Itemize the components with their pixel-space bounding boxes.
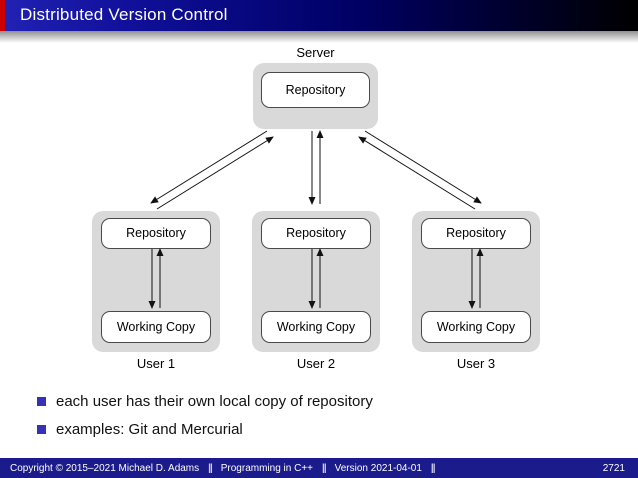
bullet-item: examples: Git and Mercurial	[37, 421, 243, 438]
server-label: Server	[296, 45, 335, 60]
user1-group-box: Repository Working Copy	[92, 211, 220, 352]
bullet-square-icon	[37, 397, 46, 406]
user3-label: User 3	[456, 356, 496, 371]
user1-label: User 1	[136, 356, 176, 371]
bullet-text: each user has their own local copy of re…	[56, 393, 373, 410]
user2-label: User 2	[296, 356, 336, 371]
title-bar: Distributed Version Control	[0, 0, 638, 31]
footer-separator: ||	[322, 462, 327, 474]
server-group-box: Repository	[253, 63, 378, 129]
footer-bar: Copyright © 2015–2021 Michael D. Adams |…	[0, 458, 638, 478]
bullet-text: examples: Git and Mercurial	[56, 421, 243, 438]
user3-repository-box: Repository	[421, 218, 531, 249]
footer-course: Programming in C++	[220, 462, 314, 474]
slide-title: Distributed Version Control	[20, 5, 228, 24]
footer-separator: ||	[208, 462, 213, 474]
red-accent-bar	[0, 0, 5, 31]
user1-working-copy-box: Working Copy	[101, 311, 211, 343]
arrow-line	[156, 136, 274, 210]
user2-repository-box: Repository	[261, 218, 371, 249]
server-repository-box: Repository	[261, 72, 370, 108]
bullet-item: each user has their own local copy of re…	[37, 393, 373, 410]
bullet-square-icon	[37, 425, 46, 434]
title-bar-shadow	[0, 31, 638, 43]
arrow-line	[150, 130, 268, 204]
footer-version: Version 2021-04-01	[334, 462, 422, 474]
user3-group-box: Repository Working Copy	[412, 211, 540, 352]
footer-page-number: 2721	[602, 462, 625, 474]
user3-working-copy-box: Working Copy	[421, 311, 531, 343]
footer-separator: ||	[430, 462, 436, 474]
arrow-line	[358, 136, 476, 210]
user2-working-copy-box: Working Copy	[261, 311, 371, 343]
user1-repository-box: Repository	[101, 218, 211, 249]
user2-group-box: Repository Working Copy	[252, 211, 380, 352]
footer-copyright: Copyright © 2015–2021 Michael D. Adams	[10, 462, 200, 474]
arrow-line	[364, 130, 482, 204]
